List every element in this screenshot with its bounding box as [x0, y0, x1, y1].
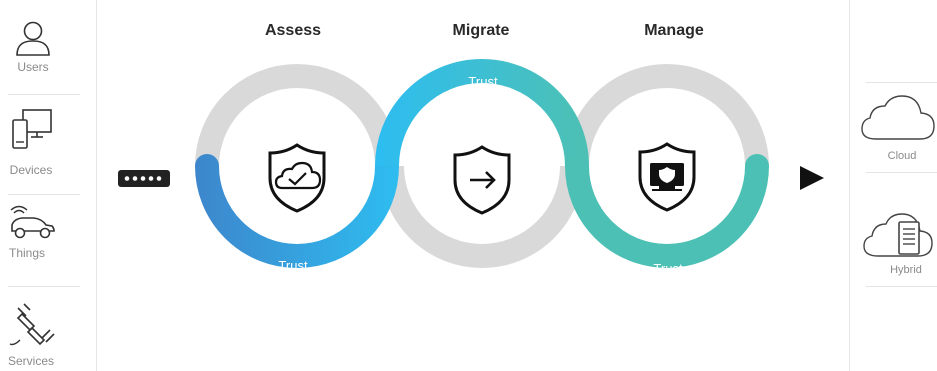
stage-title-assess: Assess	[264, 22, 322, 39]
left-item-users: Users	[0, 12, 88, 82]
left-item-label: Things	[8, 246, 46, 260]
right-item-cloud: Cloud	[850, 86, 937, 172]
trust-label-assess: Trust	[278, 258, 308, 273]
divider	[866, 172, 937, 173]
cloud-check-shield-icon	[268, 143, 326, 213]
right-item-label: Hybrid	[890, 264, 922, 276]
ring-gray-assess	[195, 64, 399, 167]
connected-car-icon	[10, 205, 55, 239]
divider	[866, 82, 937, 83]
divider	[8, 286, 80, 287]
divider	[866, 286, 937, 287]
play-arrow-icon	[800, 166, 824, 190]
ring-gray-manage	[565, 64, 769, 167]
left-panel: Users Devices Things	[0, 0, 97, 371]
trust-band-manage	[565, 154, 769, 268]
stage-title-manage: Manage	[644, 22, 704, 39]
dotted-port-icon	[118, 170, 170, 187]
monitor-shield-icon	[638, 142, 696, 212]
divider	[8, 194, 80, 195]
left-item-things: Things	[0, 204, 88, 274]
arrow-shield-icon	[453, 145, 511, 215]
divider	[8, 94, 80, 95]
right-item-label: Cloud	[887, 150, 917, 162]
stage-title-migrate: Migrate	[452, 22, 510, 39]
user-icon	[16, 21, 50, 56]
right-item-hybrid: Hybrid	[850, 196, 937, 286]
left-item-devices: Devices	[0, 106, 88, 186]
cloud-icon	[861, 95, 935, 140]
devices-icon	[12, 109, 52, 149]
plug-icon	[9, 303, 55, 346]
left-item-services: Services	[0, 300, 88, 371]
left-item-label: Services	[7, 354, 54, 368]
trust-label-manage: Trust	[653, 261, 683, 276]
left-item-label: Users	[17, 60, 49, 74]
left-item-label: Devices	[9, 163, 53, 177]
right-panel: Cloud Hybrid	[849, 0, 937, 371]
trust-band-migrate	[375, 59, 589, 167]
ring-gray-migrate	[380, 165, 584, 268]
cloud-server-icon	[863, 213, 933, 257]
trust-band-assess	[195, 154, 399, 268]
trust-label-migrate: Trust	[468, 74, 498, 89]
